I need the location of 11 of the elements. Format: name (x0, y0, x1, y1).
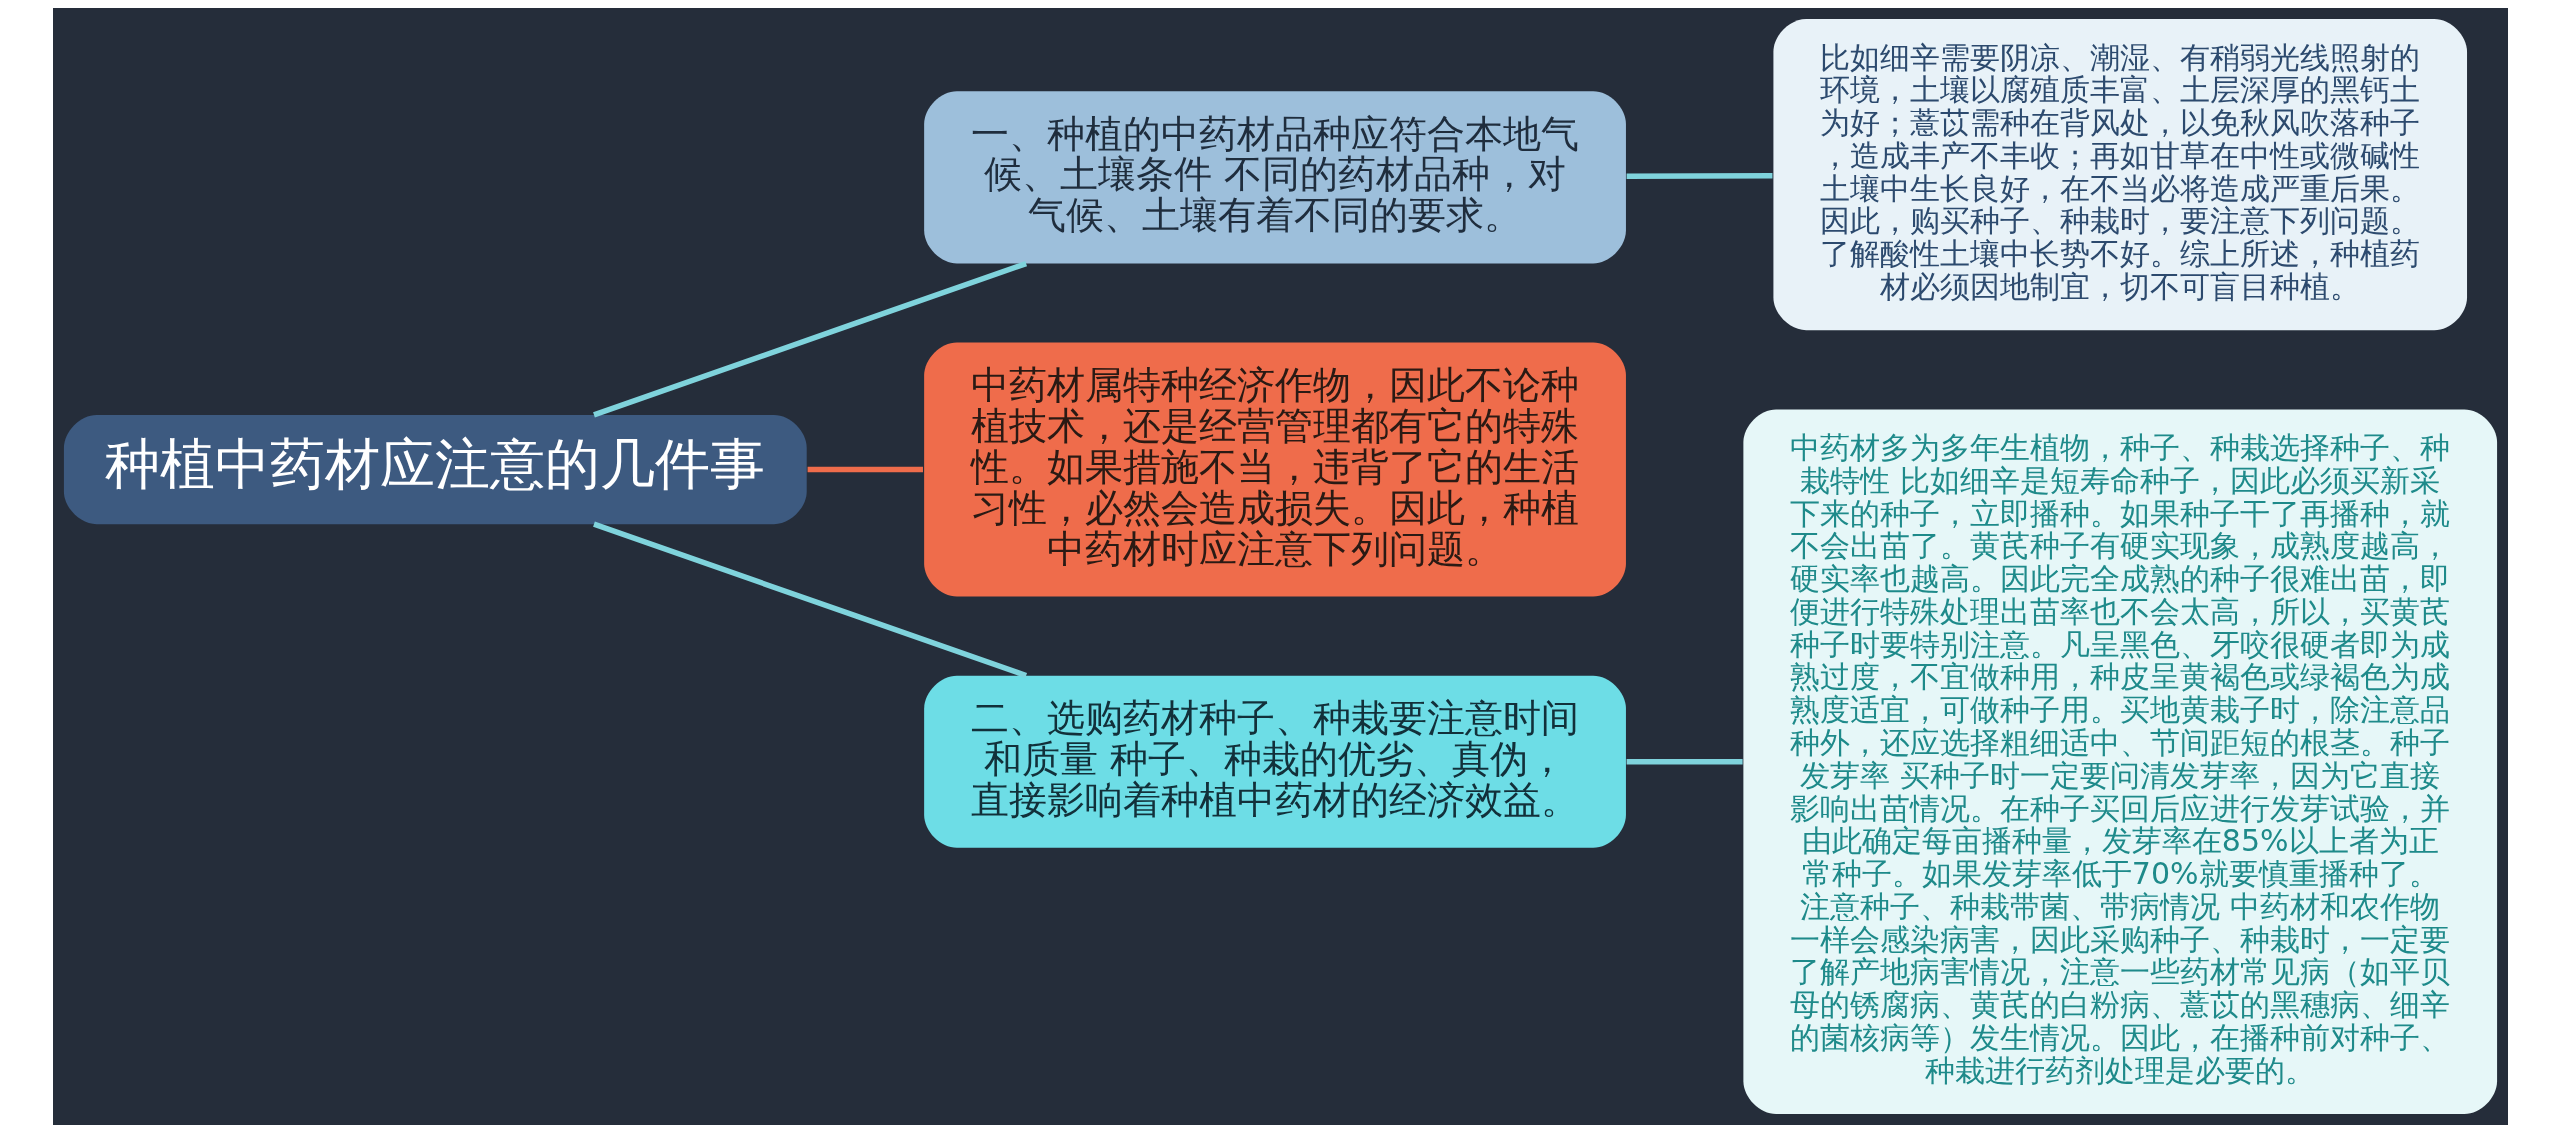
connector (592, 521, 1027, 679)
connector (592, 261, 1027, 418)
node-box: 种植中药材应注意的几件事 (63, 414, 807, 525)
node-box: 比如细辛需要阴凉、潮湿、有稍弱光线照射的环境，土壤以腐殖质丰富、土层深厚的黑钙土为好；薏苡需种在背风处，以免秋风吹落种子，造成丰产不丰收；再如甘草在中性或微碱性土壤中生长良好，在不当必将造成严重后果。因此，购买种子、种栽时，要注意下列问题。了解酸性土壤中长势不好。综上所述，种植药材必须因地制宜，切不可盲目种植。 (1772, 18, 2467, 331)
connector (1626, 173, 1772, 179)
connector (1626, 759, 1743, 765)
node-box: 中药材多为多年生植物，种子、种栽选择种子、种栽特性 比如细辛是短寿命种子，因此必须买新采下来的种子，立即播种。如果种子干了再播种，就不会出苗了。黄芪种子有硬实现象，成熟度越高，硬实率也越高。因此完全成熟的种子很难出苗，即便进行特殊处理出苗率也不会太高，所以，买黄芪种子时要特别注意。凡呈黑色、牙咬很硬者即为成熟过度，不宜做种用，种皮呈黄褐色或绿褐色为成熟度适宜，可做种子用。买地黄栽子时，除注意品种外，还应选择粗细适中、节间距短的根茎。种子发芽率 买种子时一定要问清发芽率，因为它直接影响出苗情况。在种子买回后应进行发芽试验，并由此确定每亩播种量，发芽率在85%以上者为正常种子。如果发芽率低于70%就要慎重播种了。注意种子、种栽带菌、带病情况 中药材和农作物一样会感染病害，因此采购种子、种栽时，一定要了解产地病害情况，注意一些药材常见病（如平贝母的锈腐病、黄芪的白粉病、薏苡的黑穗病、细辛的菌核病等）发生情况。因此，在播种前对种子、种栽进行药剂处理是必要的。 (1742, 409, 2497, 1115)
connector (807, 466, 923, 473)
node-box: 中药材属特种经济作物，因此不论种植技术，还是经营管理都有它的特殊性。如果措施不当，违背了它的生活习性，必然会造成损失。因此，种植中药材时应注意下列问题。 (923, 342, 1626, 597)
node-box: 二、选购药材种子、种栽要注意时间和质量 种子、种栽的优劣、真伪，直接影响着种植中药材的经济效益。 (923, 675, 1626, 848)
node-box: 一、种植的中药材品种应符合本地气候、土壤条件 不同的药材品种，对气候、土壤有着不同的要求。 (923, 91, 1626, 264)
